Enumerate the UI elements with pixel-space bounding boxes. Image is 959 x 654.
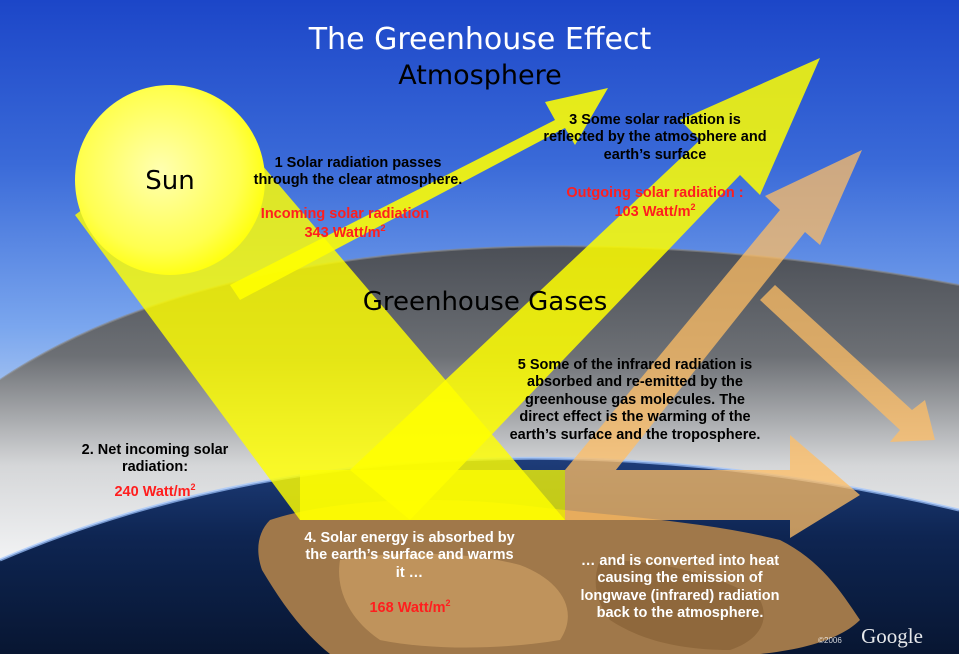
step4-value: 168 Watt/m2 <box>369 598 451 616</box>
step5-line3: greenhouse gas molecules. The <box>525 391 745 408</box>
ghg-label: Greenhouse Gases <box>362 287 608 317</box>
step1-value-label: Incoming solar radiation <box>260 206 430 222</box>
step6-line4: back to the atmosphere. <box>596 605 764 622</box>
step5-line5: earth’s surface and the troposphere. <box>509 426 761 443</box>
step3-value: Outgoing solar radiation : 103 Watt/m2 <box>545 185 765 222</box>
step4-line1: 4. Solar energy is absorbed by <box>304 530 515 546</box>
step3-line2: reflected by the atmosphere and <box>543 129 767 146</box>
step3-value-number: 103 Watt/m2 <box>614 202 696 221</box>
sun-label: Sun <box>145 166 195 196</box>
sun-icon <box>75 85 265 275</box>
step1-value: Incoming solar radiation 343 Watt/m2 <box>240 206 450 243</box>
step6-text: … and is converted into heat causing the… <box>555 553 805 623</box>
infrared-arrow-icon <box>565 150 935 538</box>
step5-line2: absorbed and re-emitted by the <box>527 374 743 391</box>
reflected-arrow-icon <box>230 88 608 300</box>
step3-text: 3 Some solar radiation is reflected by t… <box>525 112 785 164</box>
step6-line3: longwave (infrared) radiation <box>580 587 780 604</box>
step5-line4: direct effect is the warming of the <box>519 409 751 426</box>
google-logo: Google <box>861 624 923 648</box>
step4-text: 4. Solar energy is absorbed by the earth… <box>282 530 537 582</box>
solar-arrow-icon <box>350 58 820 520</box>
step4-line2: the earth’s surface and warms <box>305 547 514 564</box>
step5-text: 5 Some of the infrared radiation is abso… <box>485 357 785 444</box>
step1-value-number: 343 Watt/m2 <box>304 223 386 242</box>
logo-copyright: ©2006 <box>818 636 842 645</box>
step3-line3: earth’s surface <box>603 146 707 163</box>
step6-line1: … and is converted into heat <box>580 553 780 569</box>
step3-value-label: Outgoing solar radiation : <box>566 185 744 201</box>
step5-line1: 5 Some of the infrared radiation is <box>517 357 753 373</box>
step1-line1: 1 Solar radiation passes <box>274 155 442 171</box>
page-title: The Greenhouse Effect <box>308 22 652 57</box>
step3-line1: 3 Some solar radiation is <box>569 112 741 128</box>
step6-line2: causing the emission of <box>597 570 763 587</box>
step1-line2: through the clear atmosphere. <box>253 172 463 189</box>
step1-text: 1 Solar radiation passes through the cle… <box>238 155 478 190</box>
step2-line1: 2. Net incoming solar <box>81 442 229 458</box>
step2-value: 240 Watt/m2 <box>114 482 196 500</box>
step2-text: 2. Net incoming solar radiation: <box>60 442 250 477</box>
atmosphere-label: Atmosphere <box>398 60 562 91</box>
step4-line3: it … <box>395 564 424 581</box>
step2-line2: radiation: <box>121 459 189 476</box>
